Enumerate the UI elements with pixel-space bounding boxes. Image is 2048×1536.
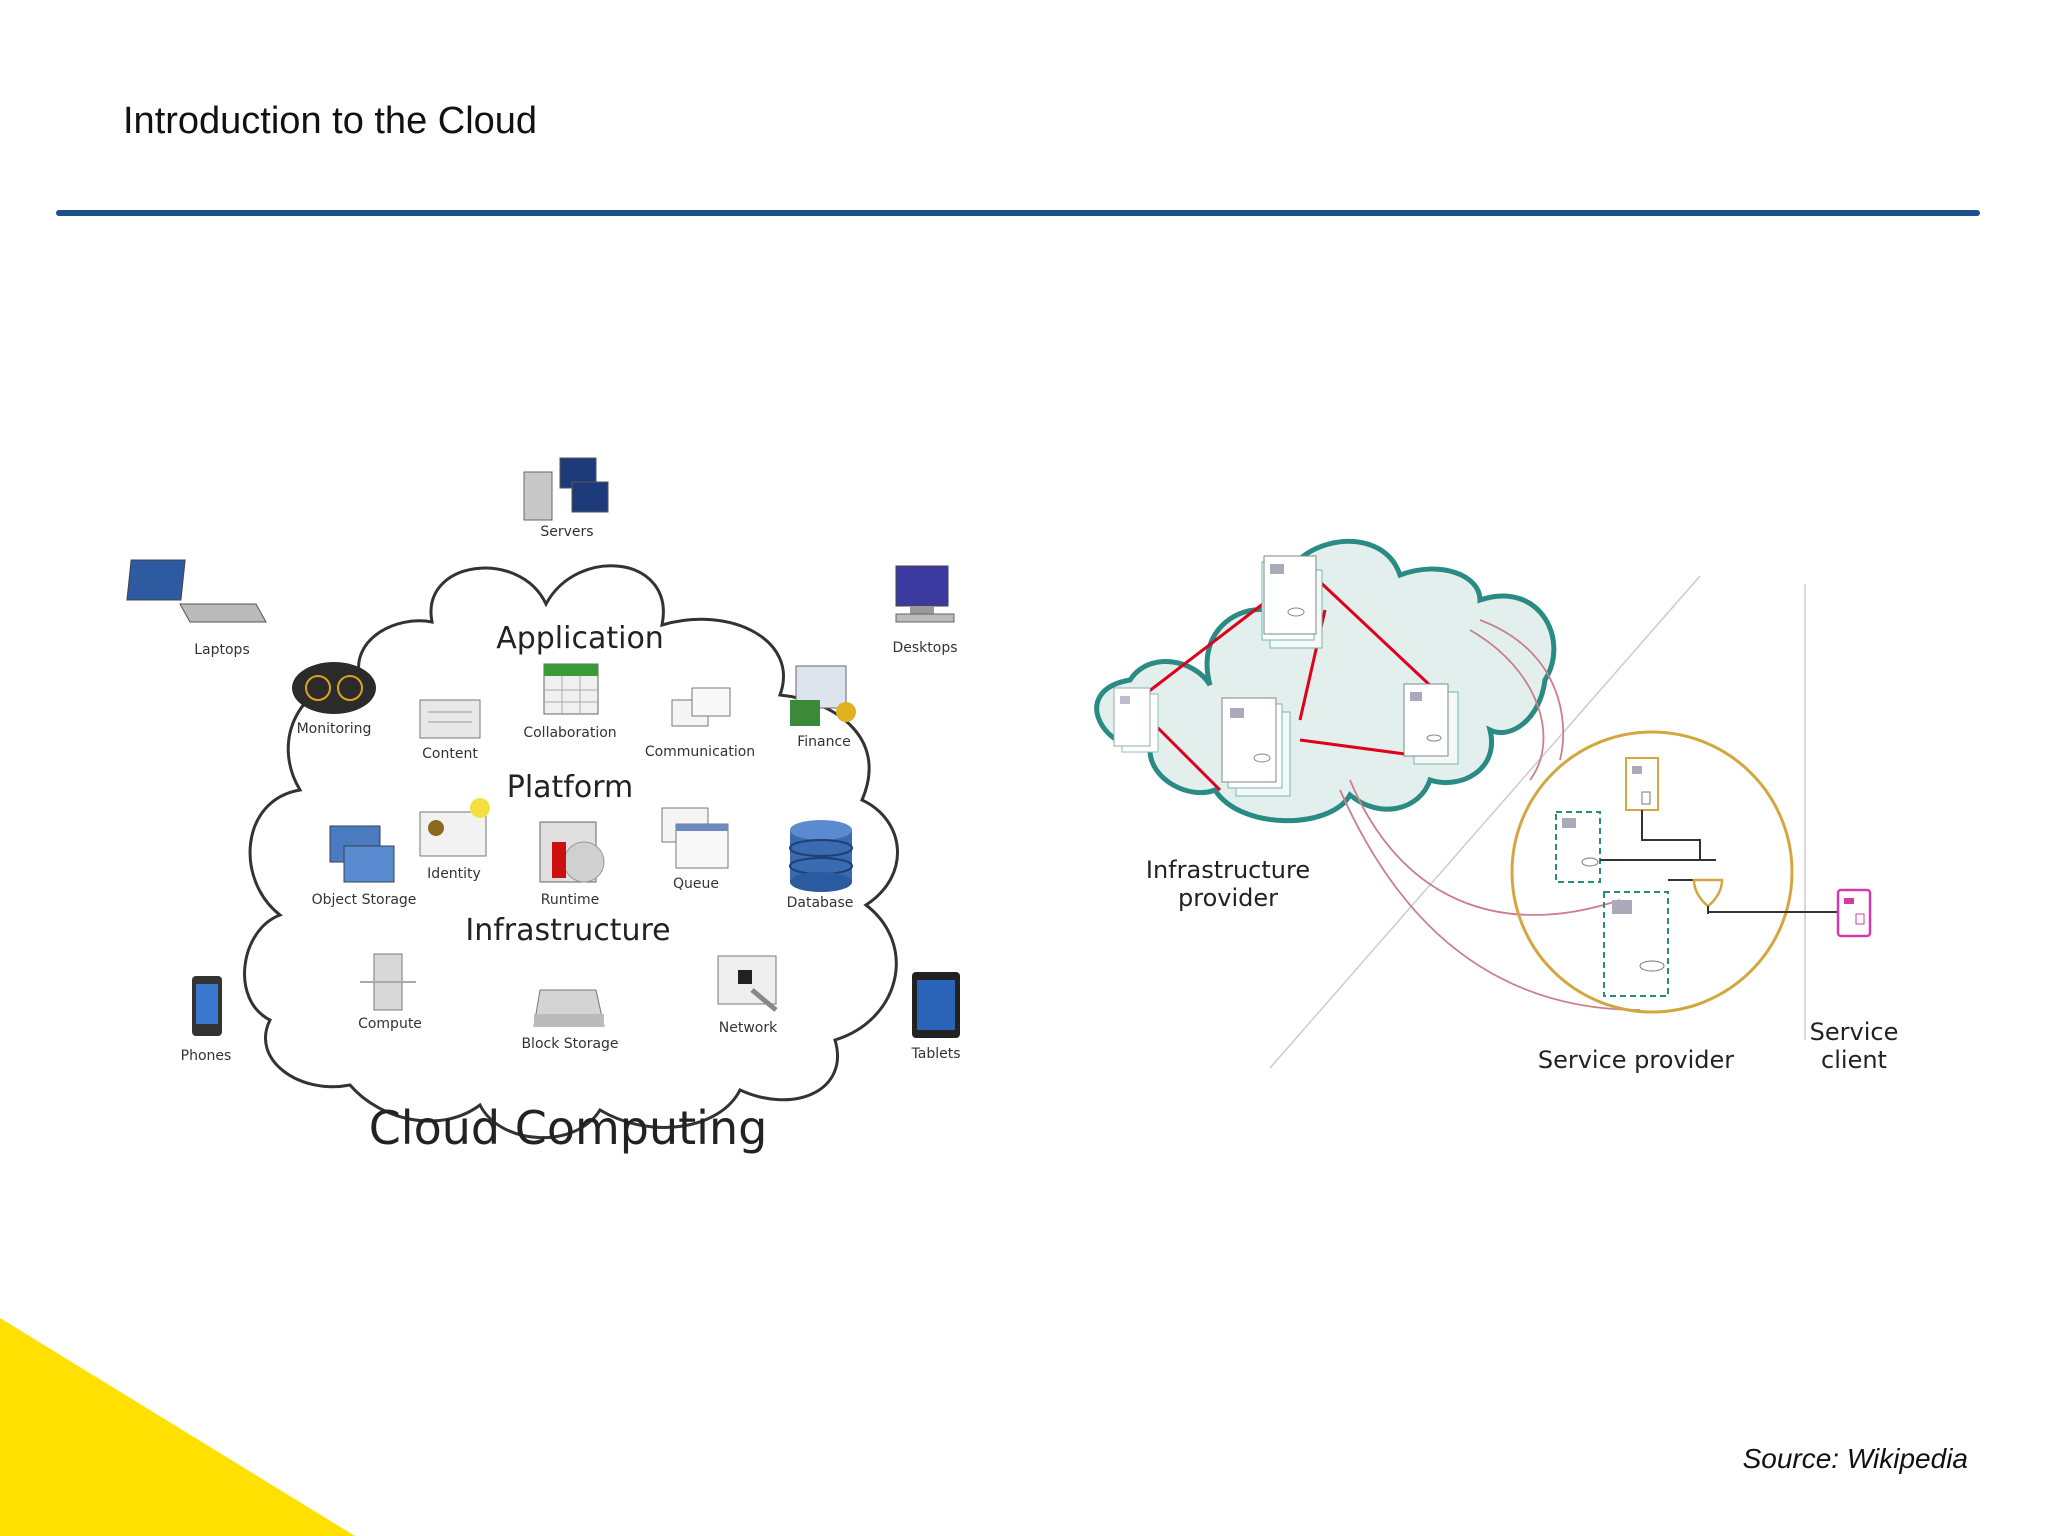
desktop-icon xyxy=(895,565,955,623)
label-identity: Identity xyxy=(427,866,481,882)
service-provider-ring xyxy=(1510,730,1794,1014)
database-icon xyxy=(789,820,853,892)
tablet-icon xyxy=(912,972,960,1038)
identity-icon xyxy=(419,798,490,857)
source-credit: Source: Wikipedia xyxy=(1742,1443,1968,1474)
label-content: Content xyxy=(422,746,478,762)
content-icon xyxy=(419,699,481,739)
provider-diagram: Infrastructure provider Service provider… xyxy=(1094,538,1899,1074)
collaboration-icon xyxy=(543,663,599,715)
yellow-accent-stripe xyxy=(0,1318,355,1536)
sp-server-bottom xyxy=(1603,891,1669,997)
label-service-client: Service xyxy=(1810,1018,1899,1046)
phone-icon xyxy=(192,976,222,1036)
label-infrastructure-provider-2: provider xyxy=(1178,884,1278,912)
label-infrastructure-provider: Infrastructure xyxy=(1146,856,1310,884)
layer-application: Application xyxy=(496,621,664,656)
compute-icon xyxy=(360,953,416,1011)
queue-icon xyxy=(661,807,729,869)
slide-title: Introduction to the Cloud xyxy=(123,100,538,142)
layer-platform: Platform xyxy=(507,770,634,805)
object-storage-icon xyxy=(329,825,395,883)
communication-icon xyxy=(671,687,731,727)
monitoring-icon xyxy=(292,662,376,714)
label-network: Network xyxy=(719,1020,778,1036)
service-wiring xyxy=(1600,810,1838,914)
boundary-line xyxy=(1269,575,1701,1069)
label-block-storage: Block Storage xyxy=(521,1036,618,1052)
block-storage-icon xyxy=(533,989,605,1027)
provider-connections xyxy=(1339,619,1641,1011)
service-client-device xyxy=(1836,888,1872,938)
label-tablets: Tablets xyxy=(911,1046,961,1062)
server-stack-right xyxy=(1403,683,1459,765)
label-database: Database xyxy=(787,895,854,911)
label-service-client-2: client xyxy=(1821,1046,1887,1074)
finance-icon xyxy=(790,665,856,726)
label-desktops: Desktops xyxy=(892,640,957,656)
sp-server-left xyxy=(1555,811,1601,883)
title-rule xyxy=(56,210,1980,216)
server-stack-left xyxy=(1113,687,1159,753)
network-icon xyxy=(717,955,778,1012)
label-monitoring: Monitoring xyxy=(297,721,372,737)
runtime-icon xyxy=(539,821,605,883)
layer-infrastructure: Infrastructure xyxy=(465,913,670,948)
label-phones: Phones xyxy=(181,1048,232,1064)
label-runtime: Runtime xyxy=(541,892,599,908)
servers-icon xyxy=(523,457,609,521)
cloud-computing-caption: Cloud Computing xyxy=(369,1101,768,1155)
laptop-icon xyxy=(126,559,267,623)
sp-server-top xyxy=(1625,757,1659,811)
infrastructure-cloud xyxy=(1094,538,1557,824)
label-collaboration: Collaboration xyxy=(523,725,616,741)
server-stack-top xyxy=(1261,555,1323,649)
label-compute: Compute xyxy=(358,1016,422,1032)
label-object-storage: Object Storage xyxy=(312,892,417,908)
label-service-provider: Service provider xyxy=(1538,1046,1734,1074)
cloud-computing-diagram: Application Platform Infrastructure Serv… xyxy=(126,457,961,1155)
label-communication: Communication xyxy=(645,744,755,760)
label-queue: Queue xyxy=(673,876,719,892)
label-laptops: Laptops xyxy=(194,642,250,658)
server-stack-center xyxy=(1221,697,1291,797)
label-servers: Servers xyxy=(540,524,593,540)
label-finance: Finance xyxy=(797,734,851,750)
